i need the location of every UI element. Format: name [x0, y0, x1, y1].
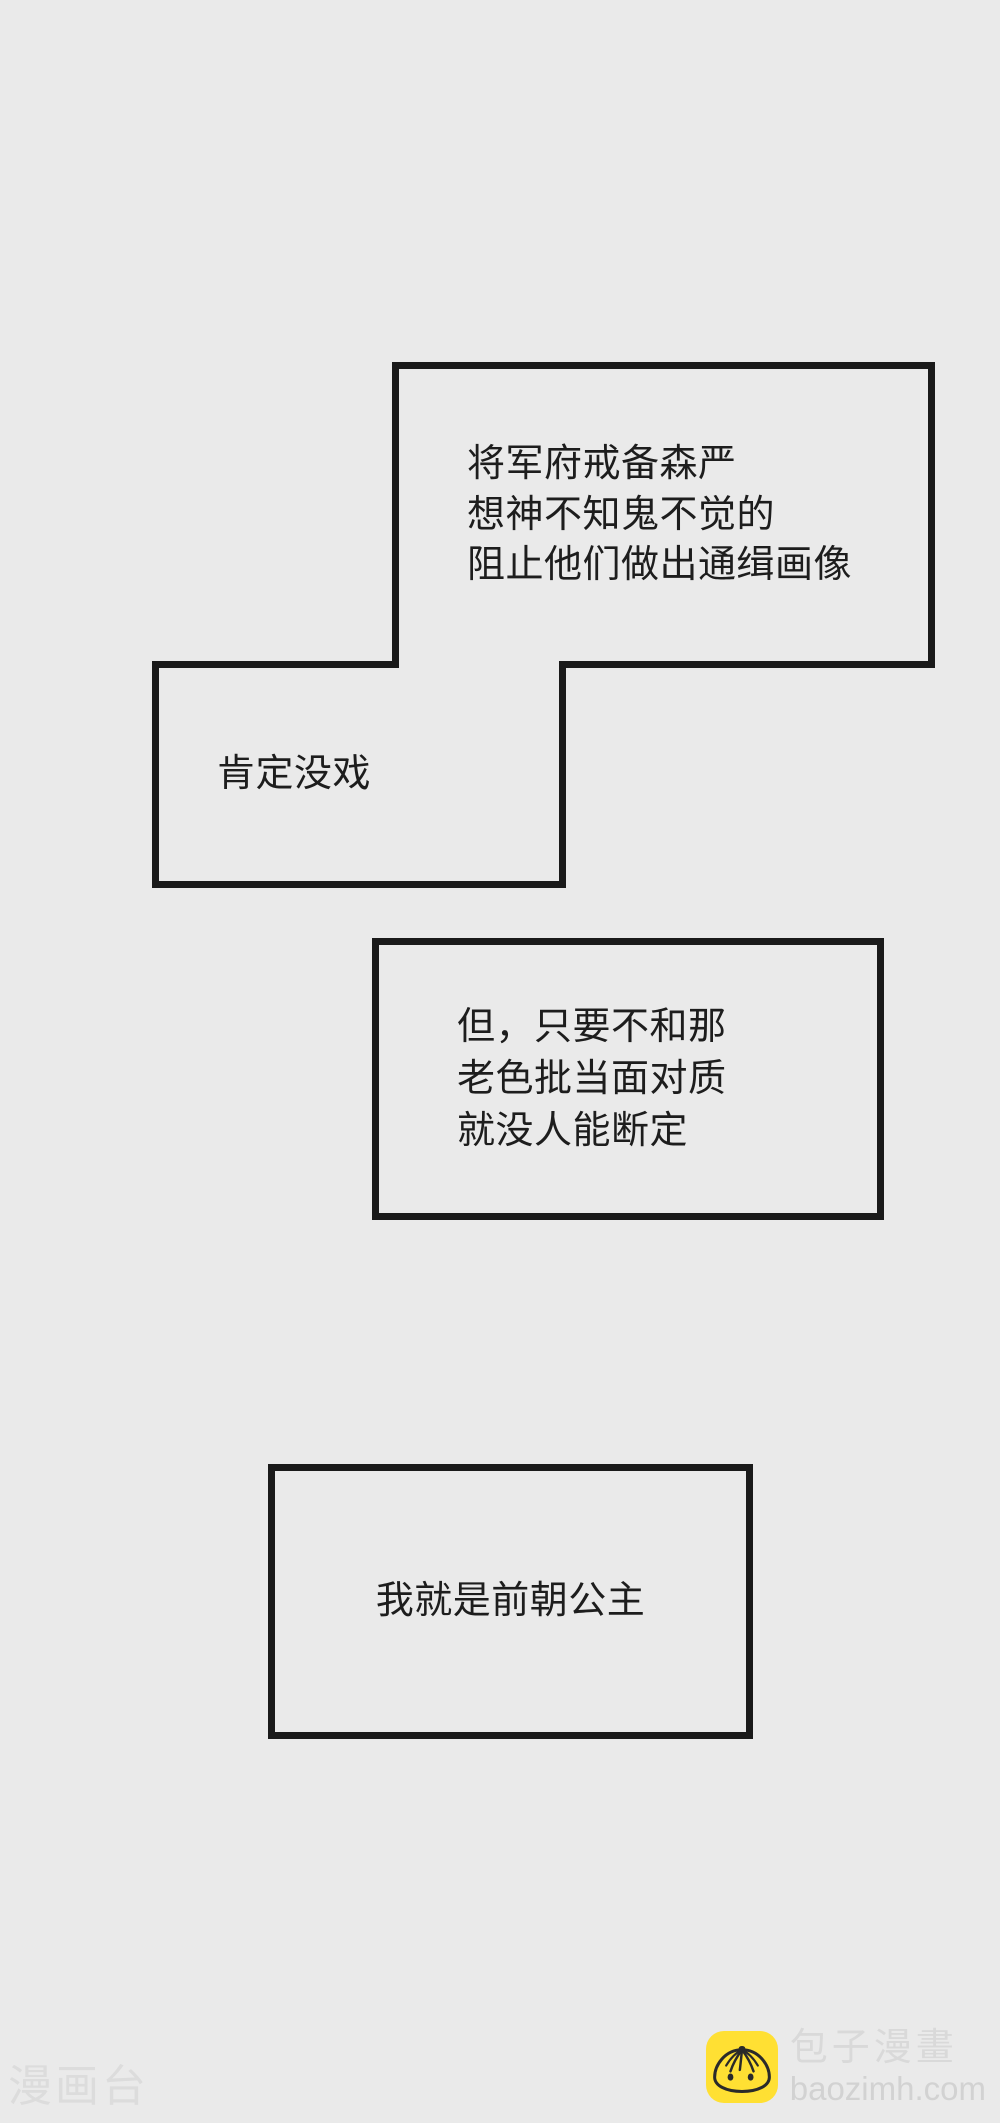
- narration-panel-3: 但，只要不和那 老色批当面对质 就没人能断定: [372, 938, 884, 1220]
- watermark-brand-cn: 包子漫畫: [789, 2027, 958, 2069]
- narration-panel-2-text: 肯定没戏: [217, 753, 372, 796]
- narration-panel-2: 肯定没戏: [152, 661, 566, 888]
- narration-panel-1-text: 将军府戒备森严 想神不知鬼不觉的 阻止他们做出通缉画像: [467, 443, 853, 587]
- watermark-baozimh: 包子漫畫 baozimh.com: [705, 2029, 986, 2105]
- watermark-brand-url: baozimh.com: [789, 2070, 986, 2107]
- watermark-baozimh-text: 包子漫畫 baozimh.com: [790, 2029, 986, 2105]
- narration-panel-3-text: 但，只要不和那 老色批当面对质 就没人能断定: [457, 1005, 727, 1153]
- watermark-manhuatai: 漫画台: [8, 2062, 149, 2111]
- narration-panel-4-text: 我就是前朝公主: [375, 1580, 646, 1623]
- narration-panel-1: 将军府戒备森严 想神不知鬼不觉的 阻止他们做出通缉画像: [392, 362, 935, 668]
- narration-panel-4: 我就是前朝公主: [268, 1464, 753, 1739]
- baozi-dumpling-icon: [705, 2031, 778, 2103]
- panel-joint-mask: [399, 655, 559, 675]
